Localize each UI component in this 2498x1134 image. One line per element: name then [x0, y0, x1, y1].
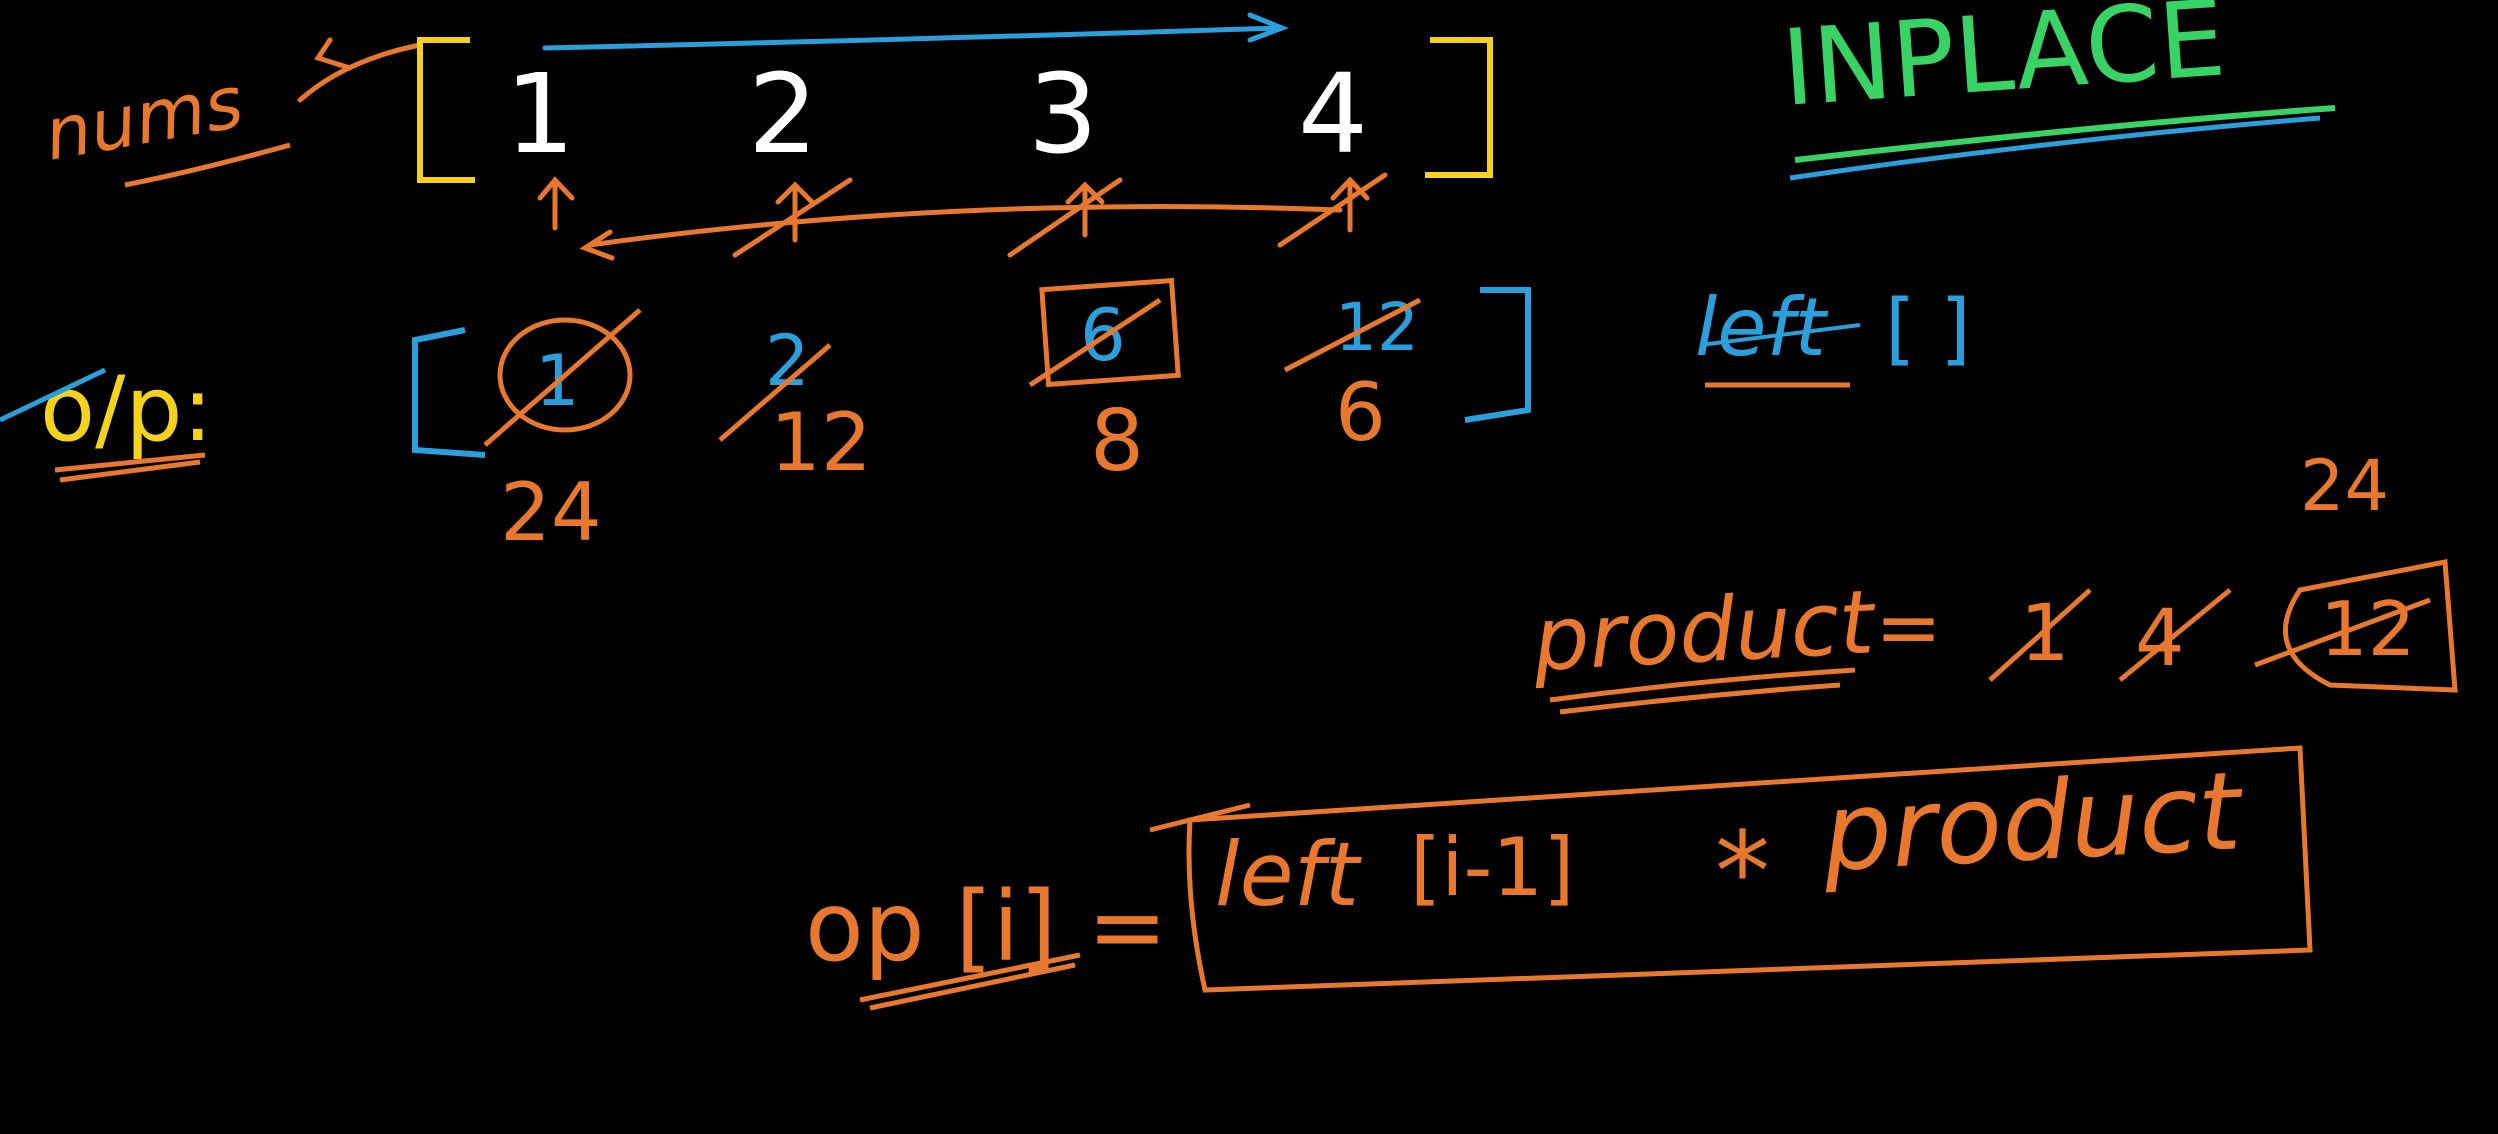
output-crossed-3: 12	[1335, 289, 1419, 366]
nums-left-bracket	[417, 37, 475, 183]
left-array-strike	[1699, 323, 1861, 347]
inplace-underline-green	[1794, 105, 2336, 163]
output-circle-0	[497, 317, 633, 433]
output-crossed-values: 1 2 6 12	[483, 277, 1422, 447]
nums-array: 1 2 3 4	[505, 50, 1368, 178]
product-equals: =	[1875, 581, 1942, 674]
product-history-above: 24	[2300, 445, 2389, 527]
left-array-group: left [ ]	[1695, 281, 1971, 388]
formula-index: [i-1]	[1410, 821, 1574, 914]
nums-underline	[124, 142, 291, 188]
product-history-box	[2283, 559, 2458, 693]
output-below-1: 12	[770, 396, 872, 489]
nums-value-2: 3	[1028, 50, 1098, 178]
nums-value-3: 4	[1298, 50, 1368, 178]
forward-pass-arrow	[542, 12, 1289, 51]
left-array-label: left	[1695, 281, 1829, 374]
output-right-bracket	[1464, 287, 1531, 423]
left-array-brackets: [ ]	[1885, 284, 1971, 374]
formula-lhs-underline	[859, 952, 1081, 1011]
output-below-3: 6	[1335, 366, 1386, 459]
output-below-2: 8	[1090, 392, 1144, 491]
inplace-underline-blue	[1789, 115, 2321, 181]
output-crossed-1: 2	[765, 320, 810, 402]
formula-box	[1186, 745, 2313, 993]
nums-arrow	[297, 37, 423, 103]
output-below-0: 24	[500, 466, 602, 559]
output-left-bracket	[412, 327, 486, 458]
nums-value-0: 1	[505, 50, 575, 178]
output-box-2	[1039, 277, 1181, 388]
formula-star: *	[1715, 808, 1770, 936]
op-label-underline	[54, 452, 206, 483]
product-history-2: 12	[2320, 585, 2415, 673]
product-group: 24 product = 1 4 12	[1530, 445, 2458, 715]
backward-pass-arrows	[537, 172, 1388, 261]
op-label-group: o/p:	[0, 357, 213, 483]
output-final-values: 24 12 8 6	[500, 366, 1386, 559]
op-label-strike	[0, 367, 107, 423]
formula-lhs: op [i] =	[805, 871, 1168, 983]
op-label: o/p:	[40, 357, 213, 462]
product-history-1: 4	[2135, 594, 2185, 684]
nums-right-bracket	[1425, 37, 1493, 178]
product-underline	[1549, 667, 1856, 715]
formula-product: product	[1819, 749, 2247, 896]
formula-left: left	[1215, 823, 1363, 926]
formula-group: op [i] = left [i-1] * product	[805, 745, 2313, 1011]
nums-value-1: 2	[748, 50, 818, 178]
